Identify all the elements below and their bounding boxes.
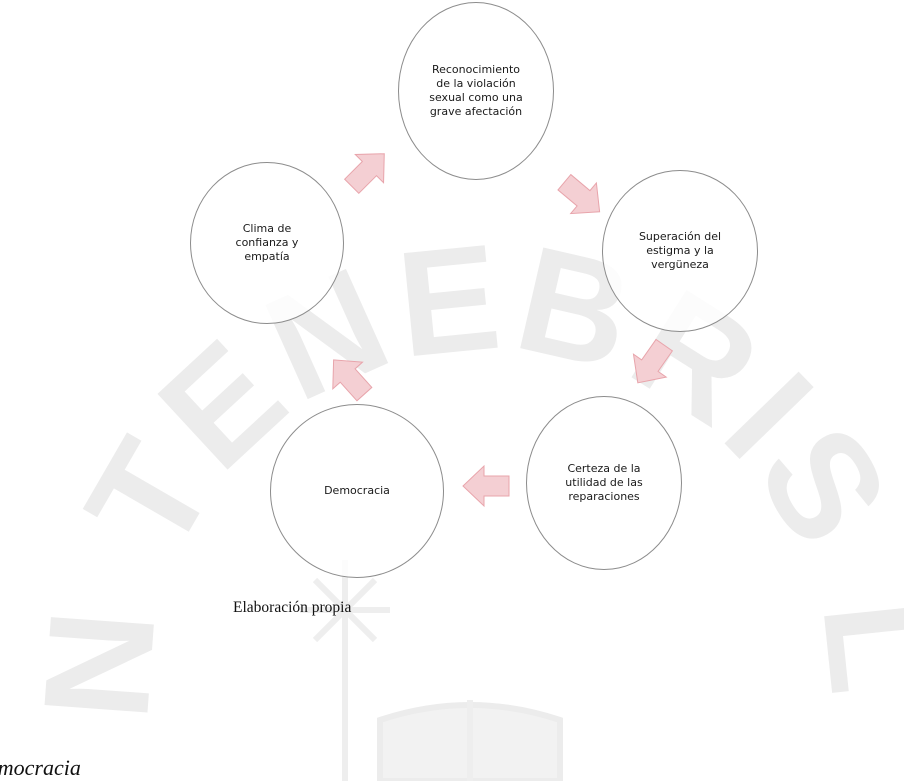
section-heading: emocracia	[0, 755, 81, 780]
figure-caption: Elaboración propia	[233, 599, 352, 616]
node-reconocimiento-label: Reconocimiento de la violación sexual co…	[429, 63, 523, 118]
node-clima: Clima de confianza y empatía	[190, 162, 344, 324]
node-superacion: Superación del estigma y la vergüneza	[602, 170, 758, 332]
node-democracia-label: Democracia	[324, 484, 390, 497]
seal-star-icon	[300, 560, 563, 781]
arrow-democracia-to-clima	[332, 359, 373, 402]
arrow-certeza-to-democracia	[462, 464, 510, 508]
node-democracia: Democracia	[270, 404, 444, 578]
node-certeza: Certeza de la utilidad de las reparacion…	[526, 396, 682, 570]
arrow-clima-to-reconocimiento	[343, 153, 385, 195]
node-reconocimiento: Reconocimiento de la violación sexual co…	[398, 2, 554, 180]
arrow-superacion-to-certeza	[632, 338, 674, 384]
cycle-arrows	[332, 153, 674, 508]
arrow-reconocimiento-to-superacion	[557, 173, 601, 215]
node-certeza-label: Certeza de la utilidad de las reparacion…	[565, 462, 643, 503]
node-clima-label: Clima de confianza y empatía	[235, 222, 299, 263]
node-superacion-label: Superación del estigma y la vergüneza	[638, 230, 722, 271]
